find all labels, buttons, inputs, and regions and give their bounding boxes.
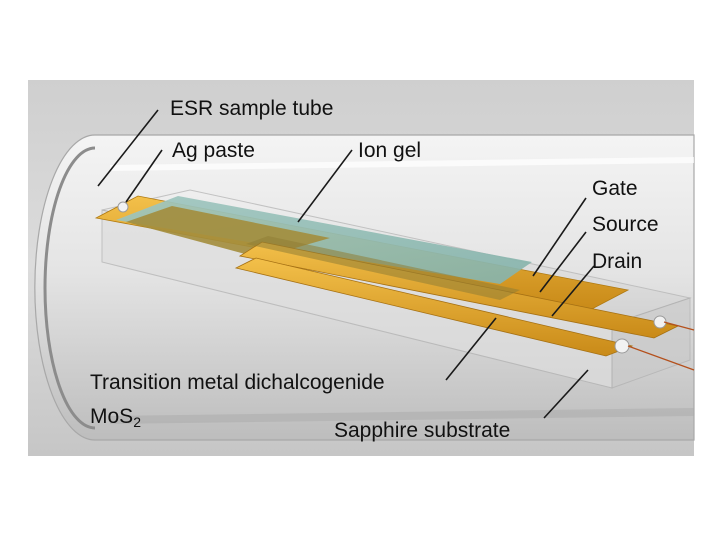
mos2-strip	[246, 236, 520, 300]
label-esr-sample-tube: ESR sample tube	[170, 97, 334, 120]
leader-sapphire	[543, 369, 589, 419]
label-mos2-base: MoS	[90, 405, 134, 428]
label-source: Source	[592, 213, 659, 236]
wire-source	[663, 321, 695, 331]
leader-ion-gel	[297, 149, 353, 223]
ag-paste-contact-drain	[614, 338, 630, 354]
label-mos2-subscript: 2	[133, 414, 141, 430]
leader-gate	[532, 197, 587, 277]
leader-tmd	[445, 317, 497, 381]
label-ion-gel: Ion gel	[358, 139, 422, 162]
ag-paste-contact-left	[117, 201, 129, 213]
leader-esr-tube	[97, 109, 159, 187]
drain-electrode	[234, 257, 634, 357]
wire-drain	[627, 345, 695, 371]
label-sapphire-substrate: Sapphire substrate	[334, 419, 511, 442]
label-mos2: MoS2	[90, 405, 141, 430]
label-gate: Gate	[592, 177, 638, 200]
leader-drain	[551, 265, 595, 317]
esr-tube-highlight	[109, 157, 695, 171]
leader-ag-paste	[125, 149, 163, 203]
label-drain: Drain	[592, 250, 643, 273]
esr-tube-shadow	[109, 408, 695, 424]
leader-source	[539, 231, 587, 293]
esr-tube-inner-rim	[43, 146, 96, 430]
label-tmd: Transition metal dichalcogenide	[90, 371, 385, 394]
label-ag-paste: Ag paste	[172, 139, 255, 162]
